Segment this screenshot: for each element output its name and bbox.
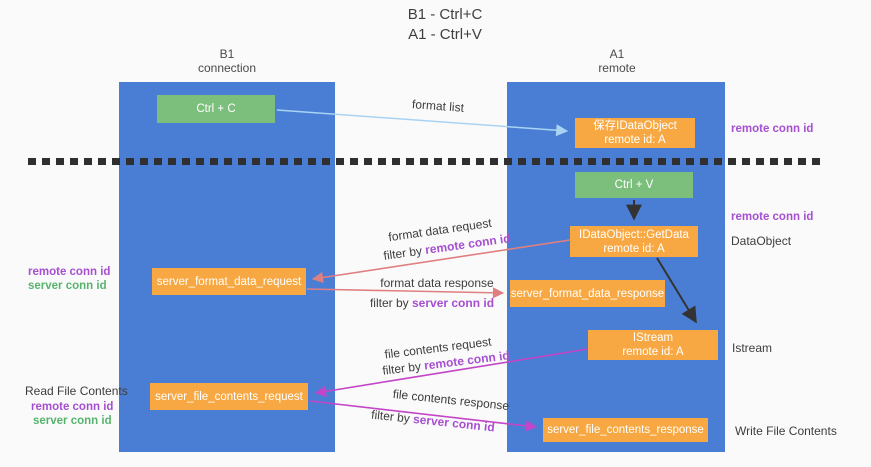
- node-file-response-label: server_file_contents_response: [547, 424, 704, 436]
- node-idataobject-getdata: IDataObject::GetData remote id: A: [570, 226, 698, 257]
- node-getdata-line2: remote id: A: [603, 242, 665, 255]
- left-column-header: B1 connection: [167, 47, 287, 75]
- diagram-title: B1 - Ctrl+C A1 - Ctrl+V: [340, 5, 550, 45]
- node-server-format-data-response: server_format_data_response: [510, 280, 665, 307]
- right-label-write-file-contents: Write File Contents: [735, 424, 837, 438]
- flow-label-file-contents-response-text: file contents response: [392, 386, 510, 414]
- node-ctrl-v-label: Ctrl + V: [614, 179, 654, 191]
- right-column-name: A1: [609, 47, 625, 61]
- node-getdata-line1: IDataObject::GetData: [579, 228, 689, 241]
- flow-filter-file-contents-response: filter by server conn id: [371, 408, 496, 435]
- left-label-remote-conn-id-1: remote conn id: [28, 266, 111, 278]
- flow-label-format-data-response-text: format data response: [380, 276, 494, 290]
- node-save-idataobject-line2: remote id: A: [604, 134, 666, 146]
- right-label-dataobject: DataObject: [731, 234, 792, 248]
- right-label-remote-conn-id-2: remote conn id: [731, 211, 814, 223]
- left-label-server-conn-id-1: server conn id: [28, 280, 107, 292]
- filter-prefix: filter by: [381, 359, 422, 378]
- node-ctrl-c-label: Ctrl + C: [196, 103, 236, 115]
- node-server-format-data-request: server_format_data_request: [152, 268, 306, 295]
- filter-prefix: filter by: [370, 407, 411, 426]
- left-label-remote-conn-id-2: remote conn id: [31, 401, 114, 413]
- left-label-server-conn-id-2: server conn id: [33, 415, 112, 427]
- node-istream-line1: IStream: [632, 332, 674, 344]
- node-ctrl-c: Ctrl + C: [157, 95, 275, 123]
- filter-prefix: filter by: [369, 296, 409, 310]
- node-format-response-label: server_format_data_response: [510, 287, 665, 300]
- title-line-2: A1 - Ctrl+V: [408, 26, 482, 43]
- node-istream-line2: remote id: A: [622, 346, 684, 358]
- filter-prefix: filter by: [382, 243, 423, 263]
- flow-filter-format-data-response: filter by server conn id: [370, 296, 494, 310]
- flow-label-format-list-text: format list: [411, 97, 465, 115]
- copy-paste-separator-line: [28, 158, 824, 165]
- right-label-istream: Istream: [732, 341, 773, 355]
- filter-key-server-conn-id: server conn id: [412, 411, 496, 435]
- left-column-role: connection: [197, 61, 257, 75]
- left-label-read-file-contents: Read File Contents: [25, 384, 128, 398]
- node-server-file-contents-request: server_file_contents_request: [150, 383, 308, 410]
- node-file-request-label: server_file_contents_request: [155, 390, 303, 403]
- right-column-role: remote: [598, 61, 636, 75]
- filter-key-server-conn-id: server conn id: [412, 296, 495, 310]
- node-istream: IStream remote id: A: [588, 330, 718, 360]
- flow-label-format-list: format list: [412, 97, 465, 115]
- right-label-remote-conn-id-1: remote conn id: [731, 123, 814, 135]
- flow-label-file-contents-response: file contents response: [392, 387, 510, 413]
- flow-label-format-data-response: format data response: [380, 276, 493, 290]
- title-line-1: B1 - Ctrl+C: [407, 6, 483, 23]
- node-save-idataobject-line1: 保存IDataObject: [593, 120, 677, 132]
- right-column-header: A1 remote: [557, 47, 677, 75]
- node-server-file-contents-response: server_file_contents_response: [543, 418, 708, 442]
- node-format-request-label: server_format_data_request: [156, 275, 302, 288]
- node-ctrl-v: Ctrl + V: [575, 172, 693, 198]
- left-column-name: B1: [219, 47, 235, 61]
- node-save-idataobject: 保存IDataObject remote id: A: [575, 118, 695, 148]
